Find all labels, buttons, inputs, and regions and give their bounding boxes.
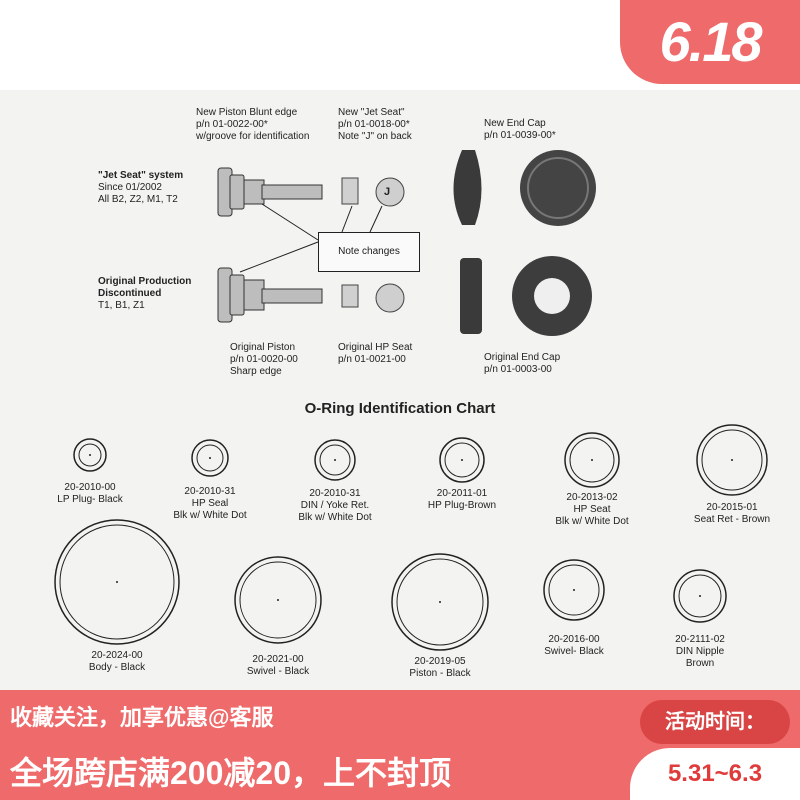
o-ring-part-number: 20-2010-31 <box>184 486 236 497</box>
activity-dates: 5.31~6.3 <box>630 748 800 800</box>
o-ring-description: DIN / Yoke Ret. <box>300 500 370 511</box>
o-ring-outer <box>564 432 620 488</box>
o-ring-center-dot <box>116 581 118 583</box>
o-ring-center-dot <box>731 459 733 461</box>
o-ring-description: Blk w/ White Dot <box>555 516 629 527</box>
o-ring-center-dot <box>591 459 593 461</box>
o-ring-inner <box>59 524 175 640</box>
o-ring-part-number: 20-2010-00 <box>64 482 116 493</box>
o-ring-inner <box>319 444 351 476</box>
o-ring-center-dot <box>209 457 211 459</box>
o-ring-part-number: 20-2011-01 <box>436 488 488 499</box>
o-ring-part-number: 20-2111-02 <box>675 634 725 645</box>
o-ring-description: Blk w/ White Dot <box>173 510 247 521</box>
o-ring-description: DIN Nipple <box>675 646 725 657</box>
new-jet-seat-label: New "Jet Seat"p/n 01-0018-00*Note "J" on… <box>338 107 412 142</box>
jet-letter: J <box>384 186 391 198</box>
original-end-cap-side <box>460 258 482 334</box>
o-ring-description: HP Plug-Brown <box>427 500 497 511</box>
o-ring-inner <box>239 561 317 639</box>
new-jet-seat-face <box>375 177 405 207</box>
o-ring-description: HP Seal <box>191 498 229 509</box>
o-ring-center-dot <box>439 601 441 603</box>
o-ring-outer <box>314 439 356 481</box>
new-end-cap-face <box>520 150 596 226</box>
o-ring-description: LP Plug- Black <box>57 494 123 505</box>
o-ring-center-dot <box>699 595 701 597</box>
original-hp-seat-side <box>341 284 359 308</box>
o-ring-chart <box>54 424 768 651</box>
promo-618-badge: 6.18 <box>620 0 800 84</box>
o-ring-part-number: 20-2024-00 <box>91 650 143 661</box>
o-ring-inner <box>701 429 763 491</box>
promo-discount-text: 全场跨店满200减20，上不封顶 <box>10 755 451 791</box>
o-ring-description: Seat Ret - Brown <box>693 514 771 525</box>
original-hp-seat-face <box>375 283 405 313</box>
o-ring-description: Swivel - Black <box>246 666 310 677</box>
o-ring-inner <box>678 574 722 618</box>
o-ring-outer <box>54 519 180 645</box>
o-ring-part-number: 20-2016-00 <box>548 634 600 645</box>
o-ring-inner <box>78 443 102 467</box>
o-ring-description: Piston - Black <box>409 668 471 679</box>
promo-follow-text: 收藏关注，加享优惠@客服 <box>10 705 274 730</box>
o-ring-inner <box>444 442 480 478</box>
o-ring-outer <box>439 437 485 483</box>
o-ring-description: HP Seat <box>573 504 611 515</box>
activity-time-badge: 活动时间： <box>640 700 790 744</box>
o-ring-part-number: 20-2013-02 <box>566 492 618 503</box>
o-ring-part-number: 20-2021-00 <box>252 654 304 665</box>
o-ring-inner <box>569 437 615 483</box>
note-changes-box: Note changes <box>318 232 420 272</box>
original-piston-drawing <box>217 267 323 323</box>
o-ring-inner <box>196 444 224 472</box>
o-ring-outer <box>191 439 229 477</box>
note-arrows <box>239 203 383 273</box>
o-ring-outer <box>696 424 768 496</box>
new-end-cap-side <box>453 150 482 225</box>
o-ring-outer <box>673 569 727 623</box>
o-ring-center-dot <box>89 454 91 456</box>
o-ring-inner <box>396 558 484 646</box>
o-ring-part-number: 20-2015-01 <box>706 502 758 513</box>
o-ring-inner <box>548 564 600 616</box>
o-ring-description: Body - Black <box>88 662 146 673</box>
o-ring-outer <box>543 559 605 621</box>
new-piston-drawing <box>217 167 323 217</box>
o-ring-description: Swivel- Black <box>544 646 604 657</box>
o-ring-center-dot <box>573 589 575 591</box>
o-ring-outer <box>73 438 107 472</box>
o-ring-description: Blk w/ White Dot <box>298 512 372 523</box>
o-ring-outer <box>234 556 322 644</box>
o-ring-part-number: 20-2019-05 <box>414 656 466 667</box>
chart-title: O-Ring Identification Chart <box>304 400 496 417</box>
o-ring-outer <box>391 553 489 651</box>
o-ring-center-dot <box>334 459 336 461</box>
o-ring-center-dot <box>461 459 463 461</box>
o-ring-center-dot <box>277 599 279 601</box>
o-ring-part-number: 20-2010-31 <box>309 488 361 499</box>
new-jet-seat-side <box>341 177 359 205</box>
o-ring-description: Brown <box>685 658 715 669</box>
